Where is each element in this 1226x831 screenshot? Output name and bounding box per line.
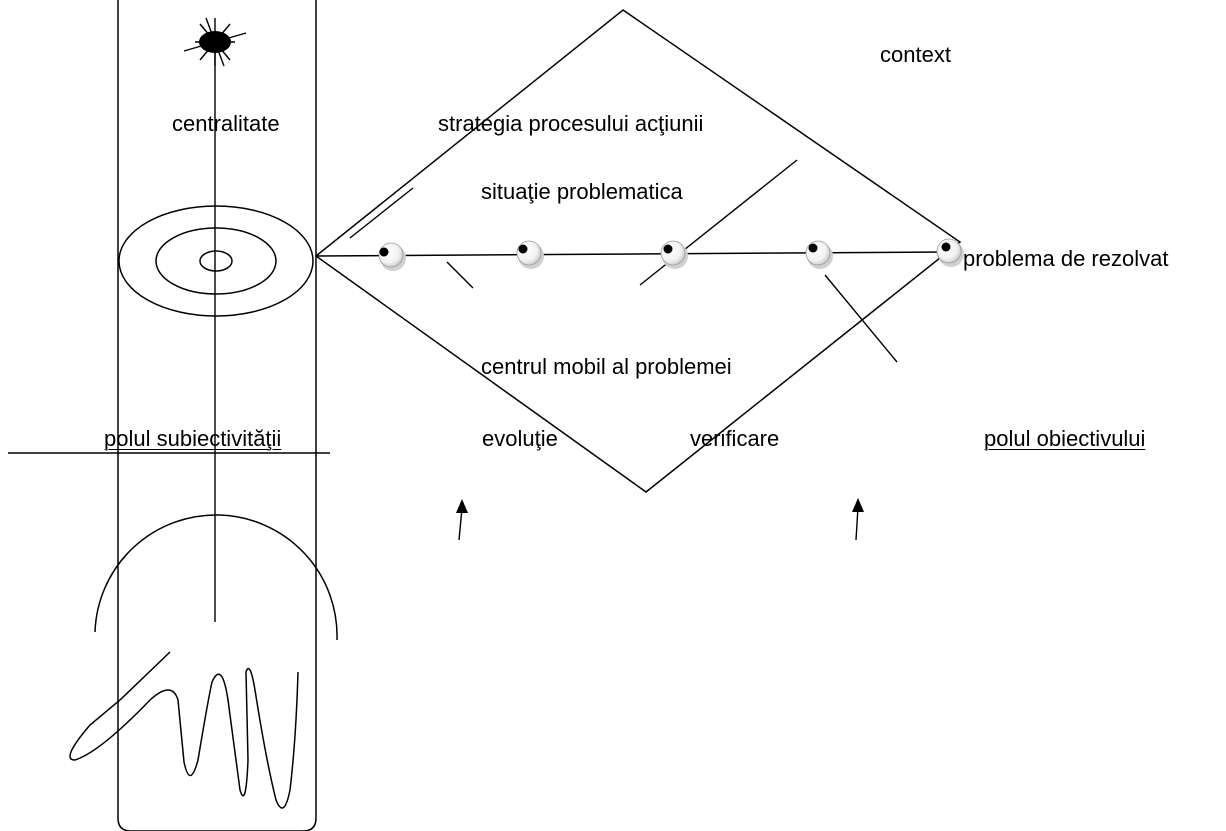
label-subjectivity-pole: polul subiectivităţii bbox=[104, 426, 282, 451]
label-strategy: strategia procesului acţiunii bbox=[438, 111, 704, 136]
label-evolution: evoluţie bbox=[482, 426, 558, 451]
process-node-3 bbox=[660, 240, 688, 269]
strategy-diamond bbox=[314, 9, 962, 493]
stroke-b bbox=[446, 261, 474, 289]
process-line bbox=[315, 251, 948, 257]
label-context: context bbox=[880, 42, 951, 67]
process-node-4 bbox=[805, 240, 833, 269]
process-node-2 bbox=[516, 240, 544, 269]
target-icon bbox=[118, 205, 314, 317]
sun-icon bbox=[183, 17, 247, 67]
vertical-column bbox=[117, 0, 317, 831]
stroke-d bbox=[824, 274, 898, 363]
stroke-a bbox=[349, 187, 414, 239]
label-situation: situaţie problematica bbox=[481, 179, 683, 204]
hand-arc bbox=[94, 514, 338, 641]
process-node-1 bbox=[378, 242, 406, 271]
process-node-5 bbox=[936, 238, 964, 267]
hand-icon bbox=[69, 651, 299, 809]
label-problem: problema de rezolvat bbox=[963, 246, 1169, 271]
label-verification: verificare bbox=[690, 426, 780, 451]
label-centralitate: centralitate bbox=[172, 111, 280, 136]
arrow-up-icon bbox=[456, 499, 468, 541]
label-objective-pole: polul obiectivului bbox=[984, 426, 1146, 451]
label-mobile-center: centrul mobil al problemei bbox=[481, 354, 732, 379]
arrow-up-icon bbox=[852, 498, 864, 541]
